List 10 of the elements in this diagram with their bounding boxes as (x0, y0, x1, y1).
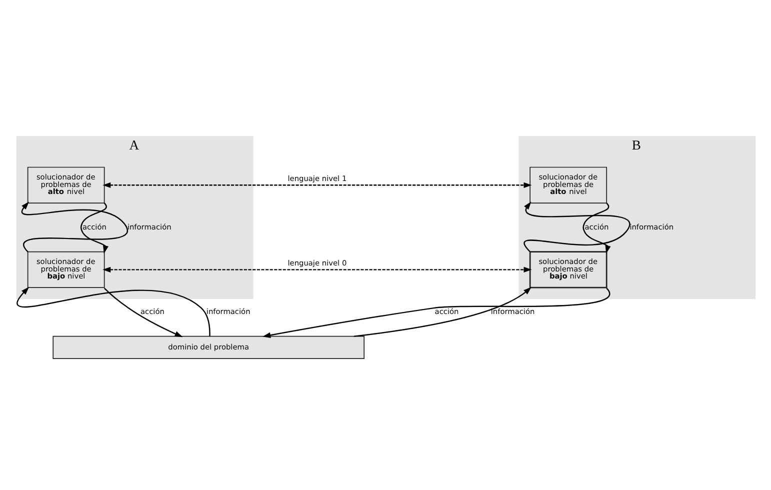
arrow (103, 288, 182, 338)
arrow (16, 286, 210, 336)
arrow (102, 182, 532, 188)
arrow (262, 288, 610, 338)
arrow (524, 202, 630, 252)
arrow (102, 266, 532, 272)
arrow (80, 202, 108, 254)
arrow (582, 202, 610, 254)
arrow (353, 286, 531, 337)
arrow (20, 202, 128, 252)
